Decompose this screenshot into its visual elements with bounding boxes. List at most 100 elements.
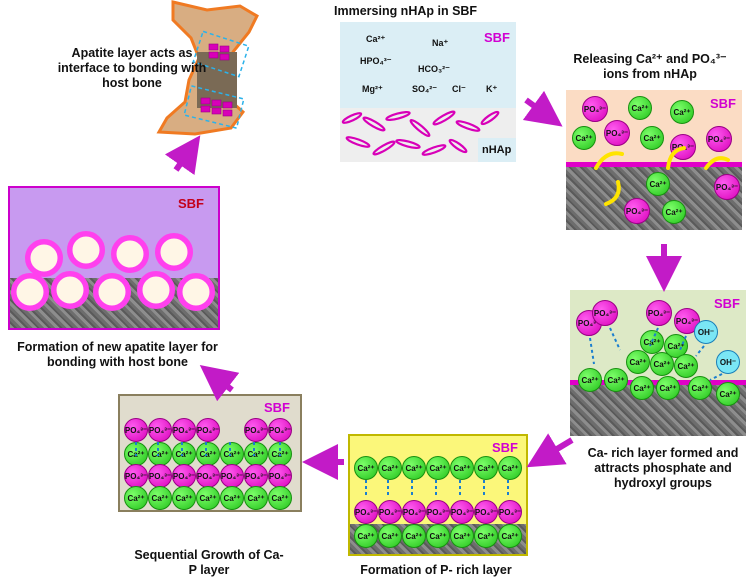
nhap-label: nHAp — [482, 144, 512, 156]
ca-ion: Ca²⁺ — [354, 456, 378, 480]
ca-ion: Ca²⁺ — [172, 486, 196, 510]
po4-ion: PO₄³⁻ — [354, 500, 378, 524]
sbf-label: SBF — [710, 96, 736, 111]
ca-ion: Ca²⁺ — [450, 456, 474, 480]
ca-ion: Ca²⁺ — [196, 486, 220, 510]
ca-ion: Ca²⁺ — [426, 524, 450, 548]
po4-ion: PO₄³⁻ — [582, 96, 608, 122]
caption-new-apatite: Formation of new apatite layer for bondi… — [17, 340, 218, 369]
attraction-arrows — [589, 327, 723, 381]
ca-ion: Ca²⁺ — [646, 172, 670, 196]
oh-ion: OH⁻ — [716, 350, 740, 374]
caption-releasing: Releasing Ca²⁺ and PO₄³⁻ ions from nHAp — [573, 52, 727, 81]
ca-ion: Ca²⁺ — [354, 524, 378, 548]
ca-ion: Ca²⁺ — [650, 352, 674, 376]
ca-ion: Ca²⁺ — [172, 442, 196, 466]
arrow-6 — [164, 135, 201, 176]
po4-ion: PO₄³⁻ — [624, 198, 650, 224]
ca-ion: Ca²⁺ — [244, 486, 268, 510]
sbf-label: SBF — [484, 30, 510, 45]
ca-ion: Ca²⁺ — [402, 524, 426, 548]
sbf-label: SBF — [178, 196, 204, 211]
bone-illustration — [156, 0, 259, 136]
ca-ion: Ca²⁺ — [662, 200, 686, 224]
po4-ion: PO₄³⁻ — [220, 464, 244, 488]
ca-ion: Ca²⁺ — [402, 456, 426, 480]
release-arrows — [594, 146, 730, 206]
po4-ion: PO₄³⁻ — [604, 120, 630, 146]
po4-ion: PO₄³⁻ — [426, 500, 450, 524]
po4-ion: PO₄³⁻ — [124, 464, 148, 488]
ca-ion: Ca²⁺ — [474, 524, 498, 548]
ca-ion: Ca²⁺ — [450, 524, 474, 548]
deposition-arrows — [365, 480, 509, 498]
sbf-label: SBF — [264, 400, 290, 415]
ca-ion: Ca²⁺ — [640, 330, 664, 354]
po4-ion: PO₄³⁻ — [402, 500, 426, 524]
nhap-layer — [340, 108, 516, 162]
ca-ion: Ca²⁺ — [656, 376, 680, 400]
ca-ion: Ca²⁺ — [670, 100, 694, 124]
po4-ion: PO₄³⁻ — [498, 500, 522, 524]
ca-ion: Ca²⁺ — [498, 456, 522, 480]
panel-ca-rich: SBF PO₄³⁻ PO₄³⁻ PO₄³⁻ PO₄³⁻ OH⁻ OH⁻ Ca²⁺… — [570, 290, 746, 436]
ca-ion: Ca²⁺ — [630, 376, 654, 400]
ca-ion: Ca²⁺ — [716, 382, 740, 406]
sbf-label: SBF — [492, 440, 518, 455]
po4-ion: PO₄³⁻ — [148, 418, 172, 442]
ion-cl: Cl⁻ — [452, 84, 466, 94]
panel-p-rich: SBF Ca²⁺Ca²⁺Ca²⁺Ca²⁺Ca²⁺Ca²⁺Ca²⁺PO₄³⁻PO₄… — [348, 434, 528, 556]
caption-ca-rich: Ca- rich layer formed and attracts phosp… — [587, 446, 739, 490]
ca-ion: Ca²⁺ — [268, 486, 292, 510]
ion-k: K⁺ — [486, 84, 498, 94]
ca-ion: Ca²⁺ — [148, 486, 172, 510]
ca-ion: Ca²⁺ — [474, 456, 498, 480]
po4-ion: PO₄³⁻ — [196, 418, 220, 442]
ion-mg: Mg²⁺ — [362, 84, 383, 94]
arrow-5 — [199, 364, 240, 402]
po4-ion: PO₄³⁻ — [244, 464, 268, 488]
ca-ion: Ca²⁺ — [674, 354, 698, 378]
caption-immersing: Immersing nHAp in SBF — [334, 4, 478, 18]
ion-so4: SO₄²⁻ — [412, 84, 438, 94]
po4-ion: PO₄³⁻ — [450, 500, 474, 524]
ion-hpo4: HPO₄³⁻ — [360, 56, 392, 66]
ca-ion: Ca²⁺ — [628, 96, 652, 120]
po4-ion: PO₄³⁻ — [474, 500, 498, 524]
ca-ion: Ca²⁺ — [378, 456, 402, 480]
ca-ion: Ca²⁺ — [220, 486, 244, 510]
arrow-1 — [522, 90, 563, 127]
panel-new-apatite: SBF — [8, 186, 220, 330]
panel-releasing: SBF PO₄³⁻ Ca²⁺ Ca²⁺ Ca²⁺ PO₄³⁻ Ca²⁺ PO₄³… — [566, 90, 742, 230]
ca-ion: Ca²⁺ — [572, 126, 596, 150]
po4-ion: PO₄³⁻ — [124, 418, 148, 442]
caption-apatite-interface: Apatite layer acts as interface to bondi… — [57, 46, 207, 90]
oh-ion: OH⁻ — [694, 320, 718, 344]
caption-sequential: Sequential Growth of Ca-P layer — [134, 548, 284, 577]
po4-ion: PO₄³⁻ — [592, 300, 618, 326]
magenta-boundary — [566, 162, 742, 167]
po4-ion: PO₄³⁻ — [244, 418, 268, 442]
growth-arrows — [135, 442, 281, 456]
po4-ion: PO₄³⁻ — [646, 300, 672, 326]
po4-ion: PO₄³⁻ — [378, 500, 402, 524]
caption-p-rich: Formation of P- rich layer — [360, 563, 512, 577]
panel-immersing: SBF Ca²⁺ Na⁺ HPO₄³⁻ HCO₃²⁻ Mg²⁺ SO₄²⁻ Cl… — [340, 22, 516, 162]
ion-na: Na⁺ — [432, 38, 449, 48]
ca-ion: Ca²⁺ — [640, 126, 664, 150]
ca-ion: Ca²⁺ — [498, 524, 522, 548]
ca-ion: Ca²⁺ — [604, 368, 628, 392]
ion-hco3: HCO₃²⁻ — [418, 64, 450, 74]
po4-ion: PO₄³⁻ — [714, 174, 740, 200]
ca-ion: Ca²⁺ — [578, 368, 602, 392]
sbf-label: SBF — [714, 296, 740, 311]
ca-ion: Ca²⁺ — [124, 486, 148, 510]
po4-ion: PO₄³⁻ — [268, 418, 292, 442]
ca-ion: Ca²⁺ — [378, 524, 402, 548]
arrow-3 — [526, 433, 574, 468]
po4-ion: PO₄³⁻ — [706, 126, 732, 152]
ca-ion: Ca²⁺ — [626, 350, 650, 374]
po4-ion: PO₄³⁻ — [172, 418, 196, 442]
